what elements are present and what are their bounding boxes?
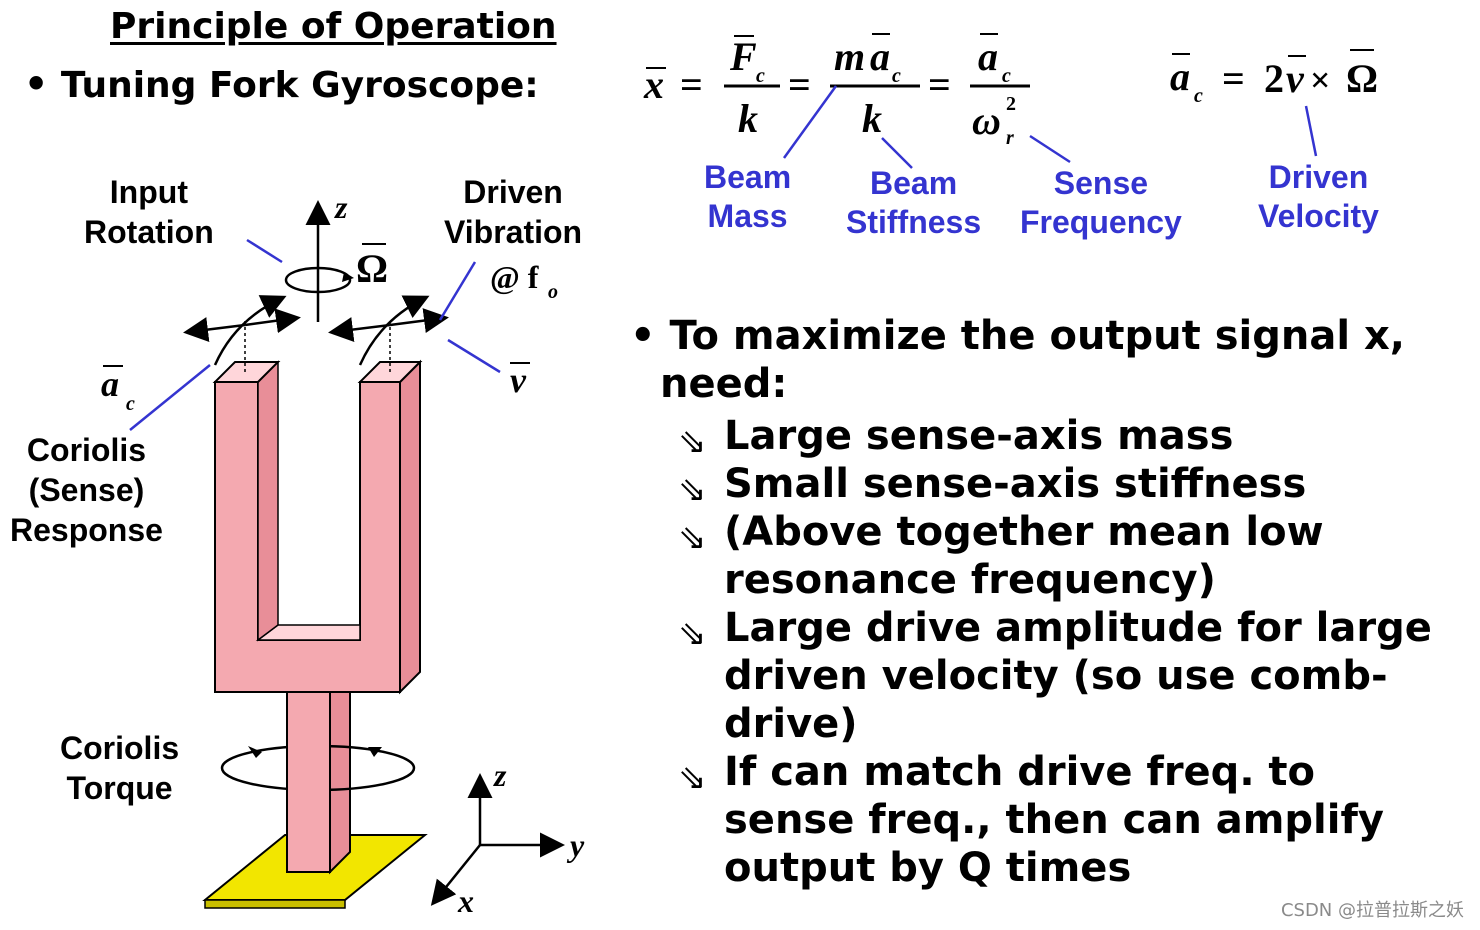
svg-text:c: c (892, 65, 901, 87)
beam-mass-label: Beam Mass (704, 159, 792, 235)
sense-frequency-label: Sense Frequency (1020, 165, 1182, 241)
list-item: ⇘Large sense-axis mass (678, 412, 1444, 462)
svg-text:Ω: Ω (1346, 56, 1378, 101)
list-item: ⇘Large drive amplitude for large driven … (678, 605, 1432, 747)
coriolis-response-label: Coriolis (Sense) Response (10, 432, 163, 548)
fork-inner-side (257, 360, 279, 642)
x-axis (430, 844, 481, 906)
base-plate-edge (204, 899, 346, 909)
svg-text:2: 2 (1264, 56, 1284, 101)
omega-label: Ω (356, 246, 388, 291)
arrow-icon: ⇘ (678, 470, 707, 510)
main-bullet-line2: need: (660, 361, 788, 407)
z-label-top: z (334, 189, 348, 225)
svg-text:c: c (1194, 85, 1203, 107)
svg-text:c: c (1002, 65, 1011, 87)
svg-text:a: a (870, 34, 890, 79)
svg-text:F: F (729, 34, 757, 79)
fork-body (214, 381, 401, 693)
svg-text:c: c (126, 393, 135, 415)
velocity-label: v (510, 360, 527, 400)
svg-text:o: o (548, 281, 558, 303)
x-label: x (457, 883, 474, 919)
svg-text:k: k (862, 96, 882, 141)
bullet-glyph: • (630, 313, 656, 359)
driven-vibration-label: Driven Vibration (444, 174, 583, 250)
coriolis-torque-label: Coriolis Torque (60, 730, 180, 806)
svg-text:2: 2 (1006, 93, 1016, 115)
main-bullet: • To maximize the output signal x, need: (630, 312, 1405, 408)
svg-text:=: = (928, 62, 951, 107)
equation-block: x = F c k = m a c k = a c ω 2 r a c = 2 … (643, 33, 1378, 169)
svg-text:r: r (1006, 127, 1014, 149)
z-label-bottom: z (493, 757, 507, 793)
y-label: y (566, 827, 585, 863)
svg-text:ω: ω (972, 98, 1001, 143)
svg-text:=: = (788, 62, 811, 107)
svg-text:c: c (756, 65, 765, 87)
bullet-glyph: • (24, 62, 49, 106)
driven-velocity-label: Driven Velocity (1258, 159, 1379, 235)
tuning-fork-diagram: z Ω z y x a c v @ f o (101, 189, 585, 919)
input-rotation-label: Input Rotation (84, 174, 214, 250)
svg-text:=: = (1222, 56, 1245, 101)
accel-label: a (101, 364, 119, 404)
list-item: ⇘(Above together mean low resonance freq… (678, 509, 1324, 603)
arrow-icon: ⇘ (678, 758, 707, 798)
main-bullet-line1: To maximize the output signal x, (669, 313, 1405, 359)
svg-text:=: = (680, 62, 703, 107)
fork-body-side (399, 359, 421, 695)
watermark: CSDN @拉普拉斯之妖 (1280, 900, 1464, 921)
page-title: Principle of Operation (110, 6, 557, 47)
svg-text:x: x (643, 62, 664, 107)
left-tine-top (212, 361, 281, 383)
beam-stiffness-label: Beam Stiffness (846, 165, 982, 241)
subtitle-bullet: • Tuning Fork Gyroscope: (24, 62, 539, 106)
svg-text:v: v (1286, 56, 1305, 101)
arrow-icon: ⇘ (678, 614, 707, 654)
svg-text:×: × (1310, 60, 1331, 100)
driven-freq-label: @ f (490, 259, 539, 295)
svg-text:m: m (834, 34, 865, 79)
arrow-icon: ⇘ (678, 422, 707, 462)
svg-text:a: a (978, 34, 998, 79)
rotation-arrow (284, 266, 352, 294)
fork-stem-side (329, 669, 351, 875)
svg-text:a: a (1170, 54, 1190, 99)
list-item: ⇘If can match drive freq. to sense freq.… (678, 749, 1384, 891)
subtitle-text: Tuning Fork Gyroscope: (60, 65, 539, 106)
requirements-list: ⇘Large sense-axis mass ⇘Small sense-axis… (678, 412, 1464, 892)
svg-text:k: k (738, 96, 758, 141)
list-item: ⇘Small sense-axis stiffness (678, 460, 1444, 510)
arrow-icon: ⇘ (678, 518, 707, 558)
